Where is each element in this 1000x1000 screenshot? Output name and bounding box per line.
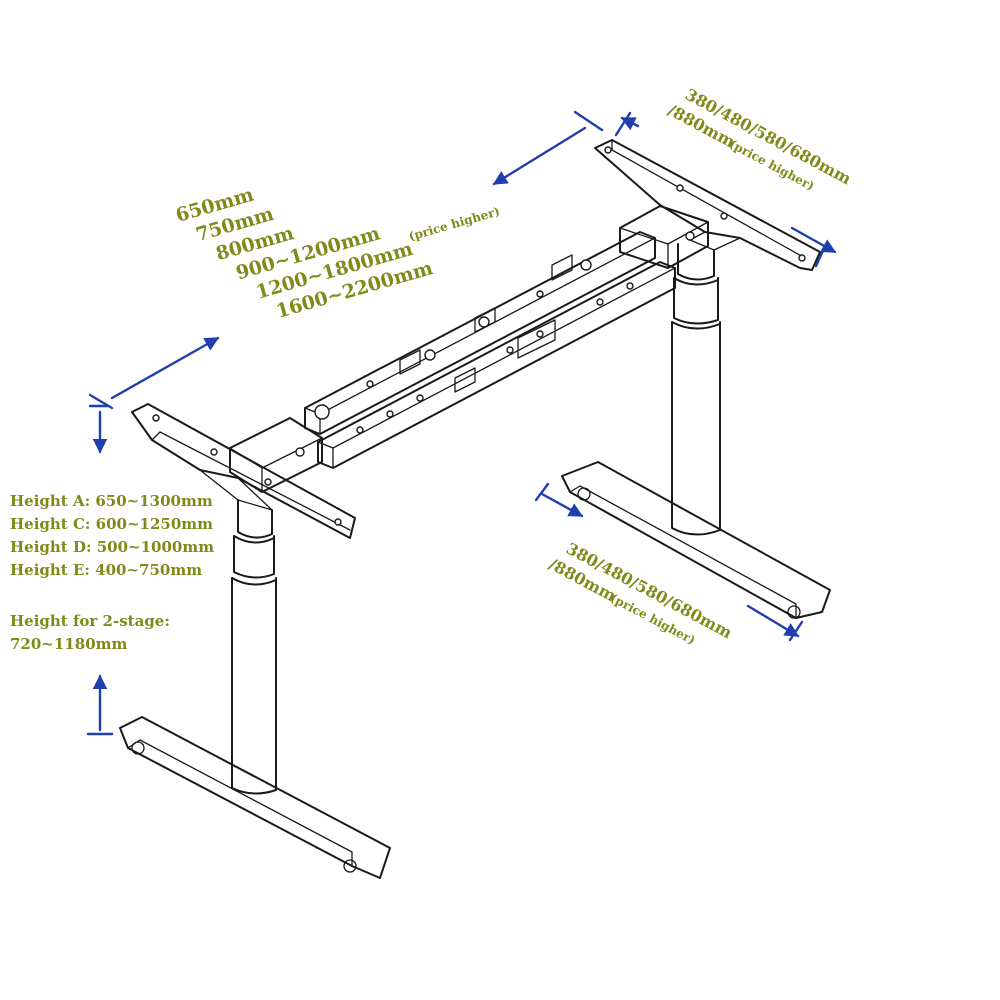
right-column [671,243,721,536]
height-c: Height C: 600~1250mm [10,515,213,533]
foot-width-arrow-b [746,604,800,638]
top-width-label: 380/480/580/680mm /880mm (price higher) [665,85,855,194]
foot-width-label: 380/480/580/680mm /880mm (price higher) [546,539,736,648]
left-foot [119,716,391,879]
top-width-tick-a [614,111,632,137]
right-top-bracket [594,139,821,271]
height-e: Height E: 400~750mm [10,561,202,579]
foot-width-tick-a [534,482,550,502]
right-motor-box [619,205,709,269]
length-options: 650mm 750mm 800mm 900~1200mm 1200~1800mm… [173,184,501,323]
left-motor-box [229,417,323,493]
top-width-tick-b [814,242,828,268]
height-d: Height D: 500~1000mm [10,538,214,556]
length-price-note: (price higher) [407,204,501,243]
height-labels: Height A: 650~1300mm Height C: 600~1250m… [10,492,214,653]
height-a: Height A: 650~1300mm [10,492,213,510]
right-foot [561,461,831,619]
top-width-arrow-b [790,226,837,254]
length-arrow-lower [110,336,220,400]
length-tick-right [573,110,604,132]
left-top-bracket [131,403,356,539]
foot-width-tick-b [788,620,804,642]
dimension-arrows [86,110,837,736]
length-arrow-upper [492,126,587,186]
foot-width-arrow-a [540,492,584,518]
left-column [231,499,277,795]
two-stage-value: 720~1180mm [10,635,127,653]
two-stage-label: Height for 2-stage: [10,612,170,630]
